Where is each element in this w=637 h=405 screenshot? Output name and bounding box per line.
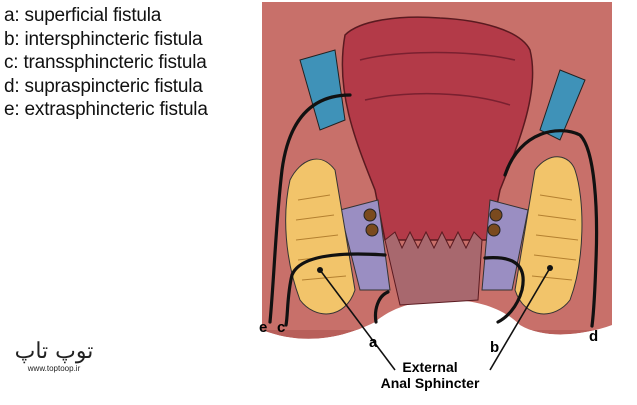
internal-sphincter-right <box>481 199 529 291</box>
fat-texture <box>295 194 579 281</box>
legend-item-a: a: superficial fistula <box>4 5 162 26</box>
legend-item-d: d: supraspincteric fistula <box>4 75 203 97</box>
label-b: b <box>490 339 500 356</box>
internal-sphincter-left <box>339 199 391 291</box>
fistula-track-c <box>284 252 387 327</box>
external-anal-sphincter-label: External Anal Sphincter <box>365 359 495 391</box>
label-d: d <box>589 328 599 345</box>
background-white <box>262 300 612 405</box>
label-c: c <box>277 319 286 336</box>
anal-glands <box>363 208 503 237</box>
pointer-dot <box>547 265 553 271</box>
legend-item-b: b: intersphincteric fistula <box>4 28 203 50</box>
rectal-fold <box>359 51 516 61</box>
anal-canal <box>384 230 483 306</box>
fistula-track-a <box>373 290 390 324</box>
external-sphincter-left <box>285 158 356 315</box>
label-a: a <box>369 334 378 351</box>
legend-item-e: e: extrasphincteric fistula <box>4 99 208 120</box>
fistula-track-b <box>483 256 525 324</box>
levator-right <box>539 69 586 141</box>
rectal-fold <box>364 92 511 106</box>
pointer-dot <box>317 267 323 273</box>
fistula-track-e <box>268 93 352 324</box>
watermark: توپ تاپ www.toptoop.ir <box>14 340 94 374</box>
sphincter-pointers <box>319 267 551 371</box>
watermark-url: www.toptoop.ir <box>27 364 81 373</box>
external-sphincter-right <box>514 156 583 315</box>
fistula-track-d <box>503 129 599 328</box>
watermark-logo: توپ تاپ <box>14 339 94 364</box>
legend-item-c: c: transsphincteric fistula <box>4 52 207 73</box>
legend: a: superficial fistula b: intersphincter… <box>4 4 254 122</box>
rectum <box>341 16 534 241</box>
sphincter-label-line2: Anal Sphincter <box>380 375 480 391</box>
label-e: e <box>259 319 268 336</box>
sphincter-label-line1: External <box>402 359 458 375</box>
